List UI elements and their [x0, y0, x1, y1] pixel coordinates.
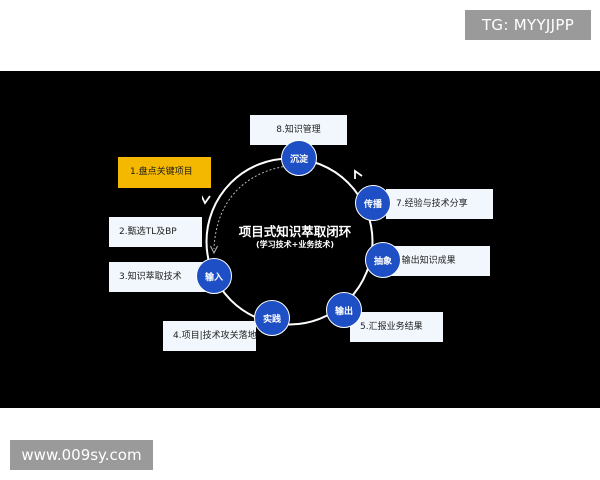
node-output: 输出 [326, 292, 362, 328]
top-right-arrow-head [354, 169, 363, 179]
node-settle: 沉淀 [281, 140, 317, 176]
telegram-watermark: TG: MYYJJPP [465, 10, 591, 40]
diagram-subtitle: (学习技术+业务技术) [255, 240, 334, 249]
step-box-8: 8.知识管理 [250, 115, 347, 145]
node-input: 输入 [196, 258, 232, 294]
step-box-1: 1.盘点关键项目 [118, 157, 211, 188]
node-spread: 传播 [355, 185, 391, 221]
inner-dotted-arrow-head [210, 245, 218, 255]
node-abstract: 抽象 [365, 242, 401, 278]
step-box-5: 5.汇报业务结果 [350, 312, 443, 342]
knowledge-loop-diagram: 1.盘点关键项目 2.甄选TL及BP 3.知识萃取技术 4.项目|技术攻关落地 … [0, 71, 600, 408]
left-arrow-head [202, 195, 211, 205]
inner-dotted-arrow-path [213, 165, 288, 250]
diagram-title: 项目式知识萃取闭环 [238, 224, 352, 239]
step-box-2: 2.甄选TL及BP [109, 217, 202, 247]
node-practice: 实践 [254, 300, 290, 336]
step-box-7: 7.经验与技术分享 [386, 189, 493, 219]
step-box-3: 3.知识萃取技术 [109, 262, 209, 292]
website-watermark: www.009sy.com [10, 440, 153, 470]
step-box-4: 4.项目|技术攻关落地 [163, 321, 257, 351]
